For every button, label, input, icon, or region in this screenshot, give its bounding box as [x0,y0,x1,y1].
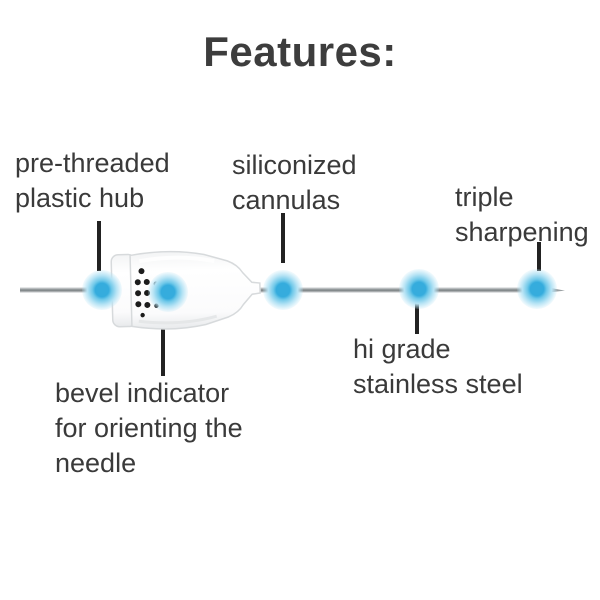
label-hi-grade-stainless-steel: hi grade stainless steel [353,334,523,399]
marker-siliconized-cannulas [263,270,303,310]
label-pre-threaded-plastic-hub: pre-threaded plastic hub [15,148,170,213]
connector-line-steel [415,302,419,334]
label-siliconized-cannulas: siliconized cannulas [232,150,357,215]
rear-needle-shaft [20,287,118,293]
label-bevel-indicator: bevel indicator for orienting the needle [55,378,243,478]
connector-line-cannulas [281,213,285,263]
marker-triple-sharpening [517,269,557,309]
marker-hi-grade-stainless-steel [399,269,439,309]
connector-line-sharpening [537,242,541,271]
connector-line-bevel [161,307,165,376]
marker-bevel-indicator [148,272,188,312]
connector-line-hub [97,221,101,271]
page-title: Features: [203,28,397,75]
marker-pre-threaded-plastic-hub [82,270,122,310]
label-triple-sharpening: triple sharpening [455,182,589,247]
